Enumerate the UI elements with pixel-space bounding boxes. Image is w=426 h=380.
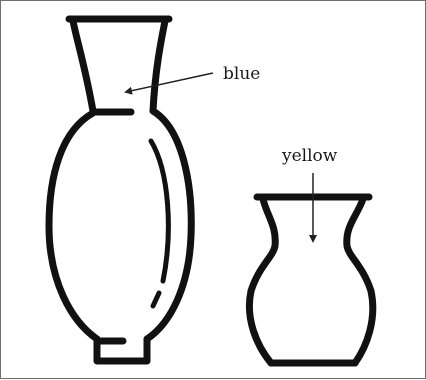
- tall-vase-neck-left: [73, 21, 93, 111]
- short-vase: [249, 197, 372, 363]
- short-vase-left: [249, 199, 275, 363]
- tall-vase-highlight: [151, 141, 168, 281]
- tall-vase-highlight-dot: [153, 293, 159, 306]
- yellow-label: yellow: [281, 146, 338, 166]
- short-vase-right: [347, 199, 373, 363]
- tall-vase-neck-right: [153, 21, 165, 111]
- blue-arrow: [126, 73, 213, 92]
- tall-vase: [49, 19, 191, 361]
- blue-label: blue: [223, 64, 260, 84]
- tall-vase-body-left: [49, 113, 97, 339]
